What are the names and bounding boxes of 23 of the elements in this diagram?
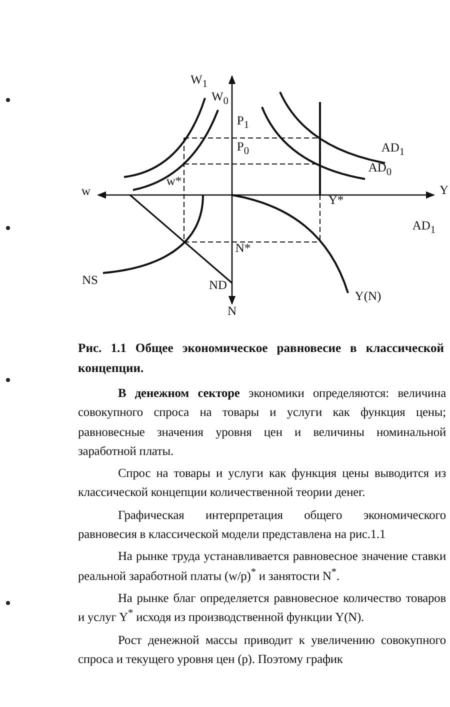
axis-label: P$_{1}$ <box>236 114 250 132</box>
axis-label: AD$_{1}$ <box>381 142 405 158</box>
paragraph: Спрос на товары и услуги как функция цены выводится из классической концепции количественной теории денег. <box>78 465 446 502</box>
paragraph: На рынке благ определяется равновесное количество товаров и услуг Y$^{*}$ исходя из производственной функции Y(N). <box>78 590 446 626</box>
axis-label: Y <box>439 184 449 196</box>
axis-label: W$_{1}$ <box>190 74 208 90</box>
axis-label: AD$_{1}$ <box>412 220 436 236</box>
figure-caption: Рис. 1.1 Общее экономическое равновесие в классической концепции. <box>78 340 444 377</box>
axis-label: W$_{0}$ <box>212 90 228 108</box>
axis-label: w <box>81 184 91 198</box>
paragraph: Графическая интерпретация общего экономического равновесия в классической модели представлена на рис.1.1 <box>78 506 446 544</box>
axis-label: P$_{0}$ <box>236 140 250 158</box>
axis-label: NS <box>82 274 98 286</box>
axis-label: Y(N) <box>354 290 382 302</box>
paragraph: Рост денежной массы приводит к увеличению совокупного спроса и текущего уровня цен (р). Поэтому график <box>78 632 446 668</box>
axis-label: Y* <box>328 194 344 206</box>
axis-label: N* <box>235 242 251 254</box>
paragraph: На рынке труда устанавливается равновесное значение ставки реальной заработной платы (w/p)$^{*}$ и занятости N$^{*}$. <box>78 548 446 585</box>
axis-label: ND <box>208 278 228 292</box>
axis-label: w* <box>166 174 182 188</box>
axis-label: N <box>227 304 237 318</box>
axis-label: AD$_{0}$ <box>368 162 392 178</box>
paragraph: В денежном секторе экономики определяются: величина совокупного спроса на товары и услуги как функция цены; равновесные значения уровня цен и величины номинальной заработной платы. <box>78 385 446 460</box>
